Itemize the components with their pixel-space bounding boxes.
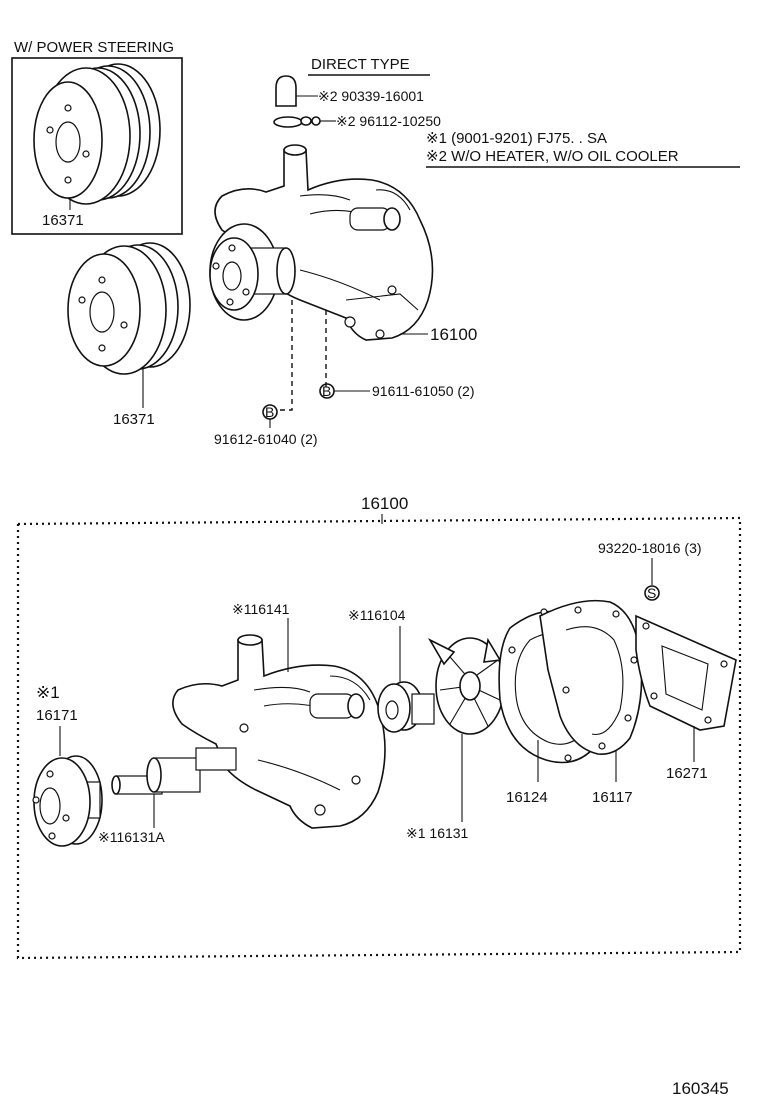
cover-gasket-drawing	[635, 614, 737, 731]
pump-body-drawing	[172, 634, 386, 829]
bolt-b2-marker-letter: B	[265, 404, 274, 420]
gasket-part-label: 16124	[506, 789, 548, 806]
clamp-part-label: ※2 96112-10250	[336, 113, 441, 129]
direct-type-label: DIRECT TYPE	[311, 56, 410, 73]
flange-part-label: 16171	[36, 707, 78, 724]
figure-number: 160345	[672, 1079, 729, 1098]
bolt-s-marker-letter: S	[647, 585, 656, 601]
shaft-drawing	[111, 747, 237, 795]
impeller-drawing	[427, 637, 505, 735]
pulley-part-label: 16371	[113, 411, 155, 428]
water-pump-assy-drawing	[209, 144, 434, 341]
impeller-part-label: ※1 16131	[406, 825, 469, 841]
flange-drawing	[32, 755, 103, 847]
cover-gasket-part-label: 16271	[666, 765, 708, 782]
assembly-title: 16100	[361, 494, 408, 513]
power-steering-label: W/ POWER STEERING	[14, 39, 174, 56]
pulley-ps-part-label: 16371	[42, 212, 84, 229]
seal-drawing	[377, 681, 435, 733]
cap-drawing	[273, 75, 321, 128]
pulley-drawing	[67, 242, 191, 375]
bolt-s-part-label: 93220-18016 (3)	[598, 540, 702, 556]
bolt-b2-part-label: 91612-61040 (2)	[214, 431, 318, 447]
power-steering-box	[11, 57, 183, 235]
pulley-ps-drawing	[33, 63, 161, 205]
bolt-b1-marker-letter: B	[322, 383, 331, 399]
bolt-b1-part-label: 91611-61050 (2)	[372, 383, 474, 399]
assembly-dotted-boundary	[16, 516, 742, 960]
note-1: ※1 (9001-9201) FJ75. . SA	[426, 130, 607, 147]
seal-part-label: ※116104	[348, 607, 406, 623]
shaft-part-label: ※116131A	[98, 829, 165, 845]
cover-drawing	[539, 599, 643, 755]
bolt-s-marker	[644, 585, 660, 601]
bolt-b2-guide	[278, 300, 293, 411]
body-part-label: ※116141	[232, 601, 290, 617]
flange-note-marker: ※1	[36, 683, 60, 702]
cover-part-label: 16117	[592, 789, 633, 806]
pump-assy-part-label: 16100	[430, 325, 477, 344]
cap-part-label: ※2 90339-16001	[318, 88, 424, 104]
note-2: ※2 W/O HEATER, W/O OIL COOLER	[426, 148, 679, 165]
